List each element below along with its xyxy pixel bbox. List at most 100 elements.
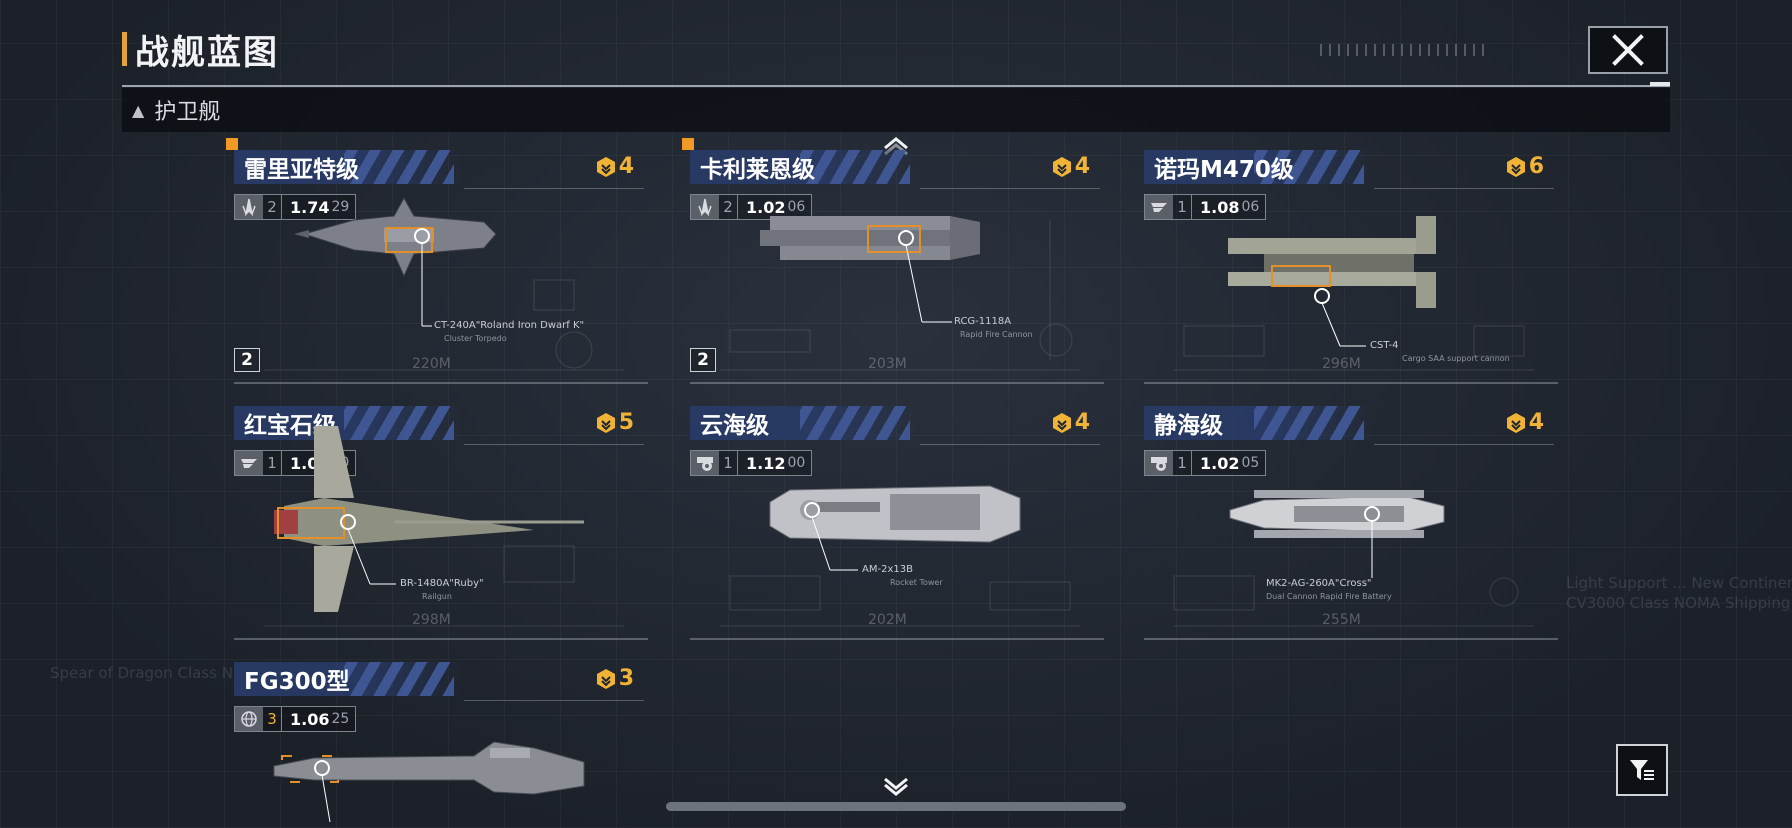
ship-blueprint-image bbox=[264, 196, 624, 371]
leader-line bbox=[920, 188, 1100, 189]
header-ticks bbox=[1320, 44, 1490, 56]
ship-length: 202M bbox=[868, 612, 907, 628]
close-icon bbox=[1612, 34, 1644, 66]
ship-name: 诺玛M470级 bbox=[1154, 157, 1294, 183]
ship-cost: 5 bbox=[595, 410, 634, 435]
name-stripes bbox=[344, 406, 454, 440]
ship-count: 1 bbox=[1173, 451, 1192, 475]
weapon-name: RCG-1118A bbox=[954, 316, 1012, 327]
support-icon bbox=[1145, 451, 1173, 475]
weapon-name: BR-1480A"Ruby" bbox=[400, 578, 484, 589]
card-baseline bbox=[1144, 382, 1558, 384]
ship-blueprint-image bbox=[1173, 490, 1534, 627]
title-accent bbox=[122, 32, 127, 66]
ship-card-4[interactable]: 红宝石级 5 1 1.0010 BR-1480A"Ruby" Railgun 2… bbox=[234, 406, 648, 642]
new-badge bbox=[226, 138, 238, 150]
cost-value: 4 bbox=[1528, 410, 1544, 435]
globe-icon bbox=[235, 707, 263, 731]
command-point-icon bbox=[596, 412, 615, 433]
card-baseline bbox=[1144, 638, 1558, 640]
ship-name-bar: FG300型 bbox=[234, 662, 464, 696]
stat-sub: 29 bbox=[331, 199, 350, 215]
weapon-name: CST-4 bbox=[1370, 340, 1399, 351]
stat-value: 1.12 bbox=[746, 453, 786, 473]
ship-length: 298M bbox=[412, 612, 451, 628]
gunship-icon bbox=[1145, 195, 1173, 219]
command-point-icon bbox=[1506, 412, 1525, 433]
ship-count: 3 bbox=[263, 707, 282, 731]
category-collapse-bar[interactable]: ▲ 护卫舰 bbox=[122, 88, 1670, 132]
scroll-down-icon[interactable] bbox=[880, 776, 912, 798]
command-point-icon bbox=[596, 156, 615, 177]
name-stripes bbox=[800, 406, 910, 440]
ship-count: 2 bbox=[263, 195, 282, 219]
ship-count: 1 bbox=[263, 451, 282, 475]
tier-badge: 2 bbox=[234, 348, 260, 372]
filter-button[interactable] bbox=[1616, 744, 1668, 796]
collapse-triangle-icon: ▲ bbox=[132, 100, 145, 120]
weapon-desc: Railgun bbox=[422, 592, 452, 601]
leader-line bbox=[464, 188, 644, 189]
name-stripes bbox=[1254, 406, 1364, 440]
ship-blueprint-image bbox=[1174, 216, 1534, 371]
command-point-icon bbox=[1052, 412, 1071, 433]
ship-name: 雷里亚特级 bbox=[244, 157, 359, 183]
cost-value: 5 bbox=[618, 410, 634, 435]
background-caption-left: Spear of Dragon Class NOMA bbox=[50, 664, 268, 682]
ship-blueprint-image bbox=[720, 485, 1080, 627]
horizontal-scrollbar[interactable] bbox=[666, 802, 1126, 811]
header-divider bbox=[122, 85, 1670, 87]
ship-name: 卡利莱恩级 bbox=[700, 157, 815, 183]
frigate-icon bbox=[691, 195, 719, 219]
ship-name: FG300型 bbox=[244, 669, 350, 695]
name-stripes bbox=[344, 662, 454, 696]
weapon-desc: Cluster Torpedo bbox=[444, 334, 507, 343]
background-caption-right-2: CV3000 Class NOMA Shipping Group bbox=[1566, 594, 1792, 612]
weapon-desc: Rocket Tower bbox=[890, 578, 943, 587]
stat-sub: 25 bbox=[331, 711, 350, 727]
ship-cost: 4 bbox=[1051, 154, 1090, 179]
ship-cost: 6 bbox=[1505, 154, 1544, 179]
command-point-icon bbox=[1052, 156, 1071, 177]
ship-count: 1 bbox=[719, 451, 738, 475]
name-stripes bbox=[1254, 150, 1364, 184]
leader-line bbox=[464, 700, 644, 701]
stat-value: 1.06 bbox=[290, 709, 330, 729]
card-baseline bbox=[690, 382, 1104, 384]
stat-value: 1.74 bbox=[290, 197, 330, 217]
new-badge bbox=[682, 138, 694, 150]
cost-value: 4 bbox=[1074, 410, 1090, 435]
ship-name-bar: 卡利莱恩级 bbox=[690, 150, 920, 184]
ship-length: 255M bbox=[1322, 612, 1361, 628]
ship-count: 1 bbox=[1173, 195, 1192, 219]
stat-sub: 00 bbox=[787, 455, 806, 471]
weapon-name: MK2-AG-260A"Cross" bbox=[1266, 578, 1372, 589]
close-button[interactable] bbox=[1588, 26, 1668, 74]
stat-sub: 05 bbox=[1241, 455, 1260, 471]
stat-value: 1.08 bbox=[1200, 197, 1240, 217]
ship-name-bar: 静海级 bbox=[1144, 406, 1374, 440]
card-baseline bbox=[690, 638, 1104, 640]
ship-length: 220M bbox=[412, 356, 451, 372]
frigate-icon bbox=[235, 195, 263, 219]
stat-sub: 06 bbox=[1241, 199, 1260, 215]
page-title-wrap: 战舰蓝图 bbox=[122, 30, 279, 73]
weapon-name: AM-2x13B bbox=[862, 564, 913, 575]
cost-value: 4 bbox=[618, 154, 634, 179]
ship-name-bar: 雷里亚特级 bbox=[234, 150, 464, 184]
ship-cost: 4 bbox=[1505, 410, 1544, 435]
